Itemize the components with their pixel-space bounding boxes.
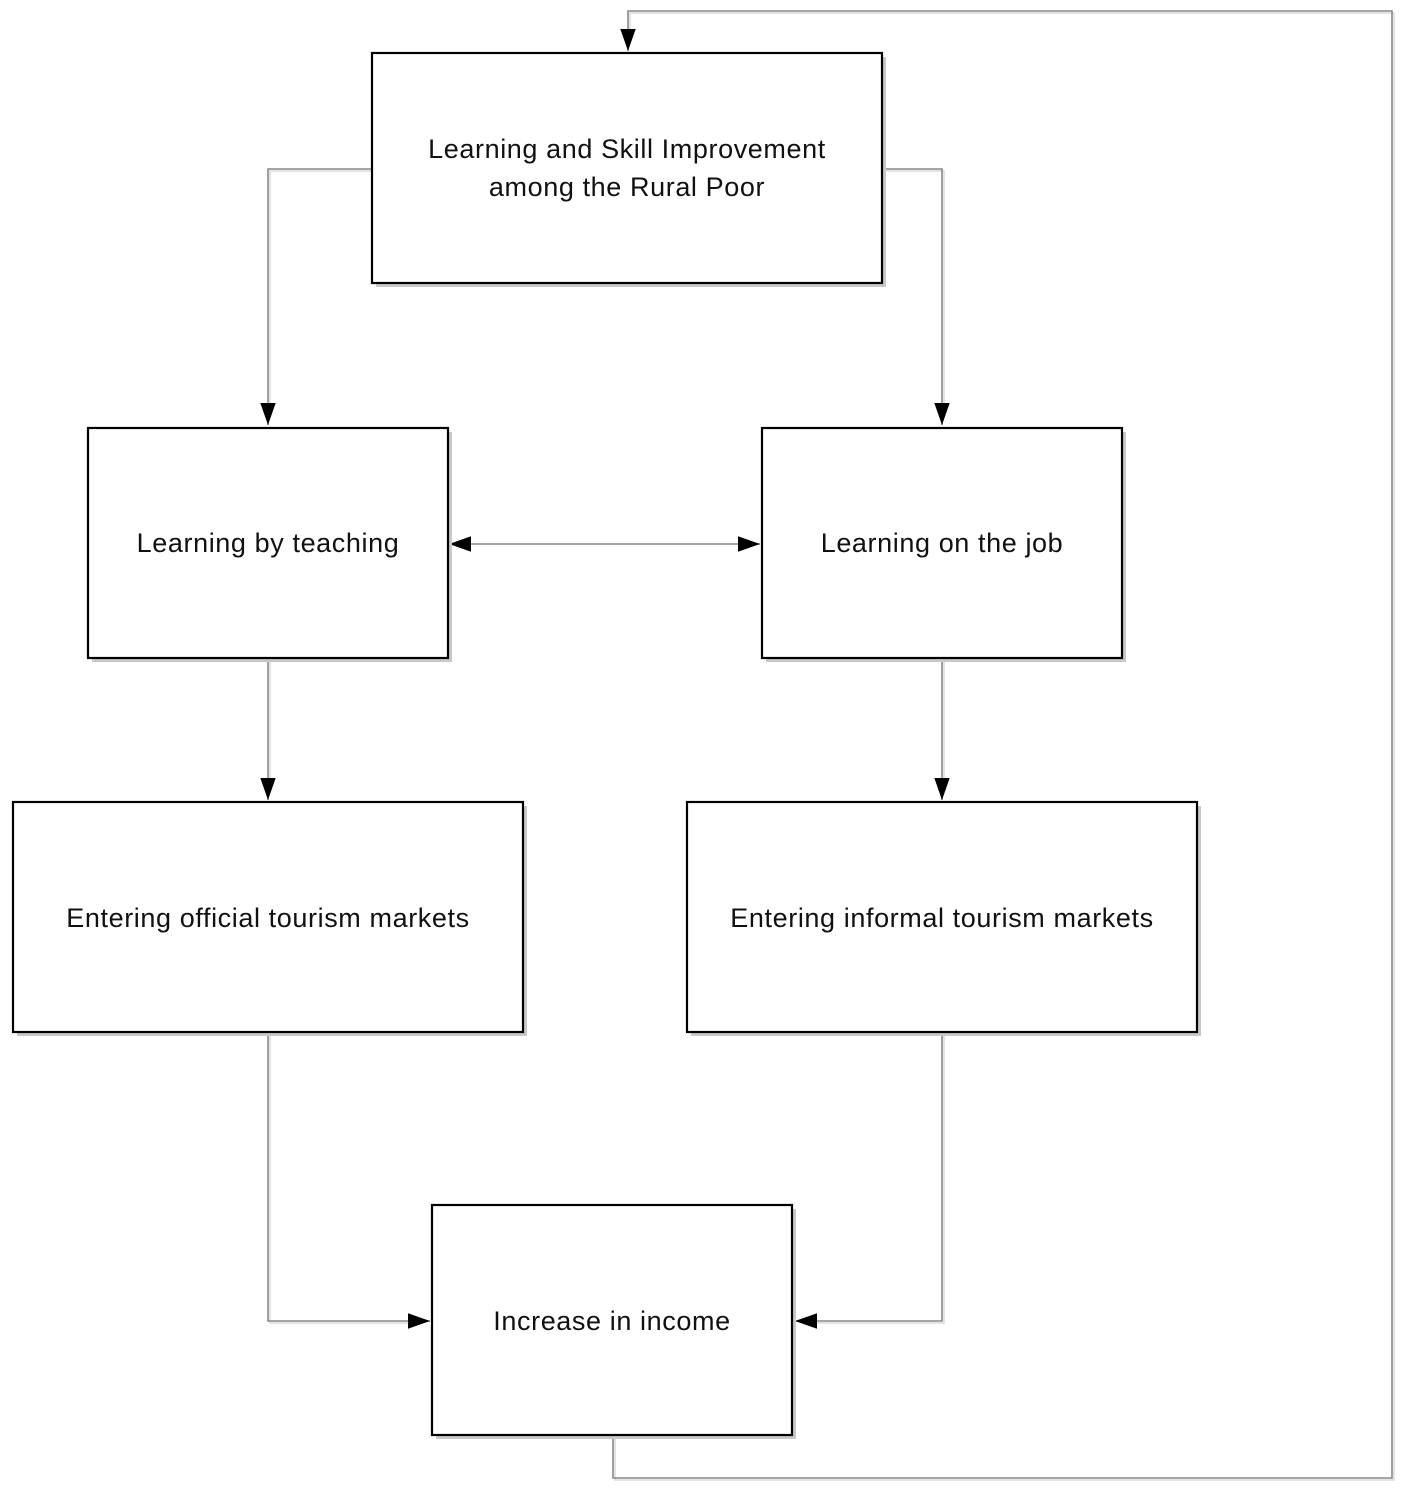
- node-official-markets: Entering official tourism markets: [11, 800, 527, 1036]
- node-skill-improvement-label-line2: among the Rural Poor: [489, 172, 765, 202]
- node-informal-markets-label: Entering informal tourism markets: [730, 903, 1153, 933]
- connector-informal-to-income: [795, 1033, 943, 1329]
- node-increase-in-income-label: Increase in income: [493, 1306, 730, 1336]
- node-learning-by-teaching: Learning by teaching: [86, 426, 452, 662]
- node-skill-improvement-label-line1: Learning and Skill Improvement: [428, 134, 826, 164]
- node-learning-by-teaching-label: Learning by teaching: [137, 528, 400, 558]
- node-increase-in-income: Increase in income: [430, 1203, 796, 1439]
- connectors: [260, 10, 1393, 1479]
- connector-income-feedback-loop: [612, 10, 1393, 1479]
- connector-official-to-income: [267, 1033, 430, 1329]
- connector-shadows: [269, 12, 1395, 1481]
- connector-top-to-teaching: [260, 168, 372, 425]
- node-official-markets-label: Entering official tourism markets: [66, 903, 469, 933]
- node-learning-on-the-job: Learning on the job: [760, 426, 1126, 662]
- node-skill-improvement: Learning and Skill Improvement among the…: [370, 51, 886, 287]
- node-informal-markets: Entering informal tourism markets: [685, 800, 1201, 1036]
- connector-top-to-job: [882, 168, 950, 425]
- node-learning-on-the-job-label: Learning on the job: [821, 528, 1064, 558]
